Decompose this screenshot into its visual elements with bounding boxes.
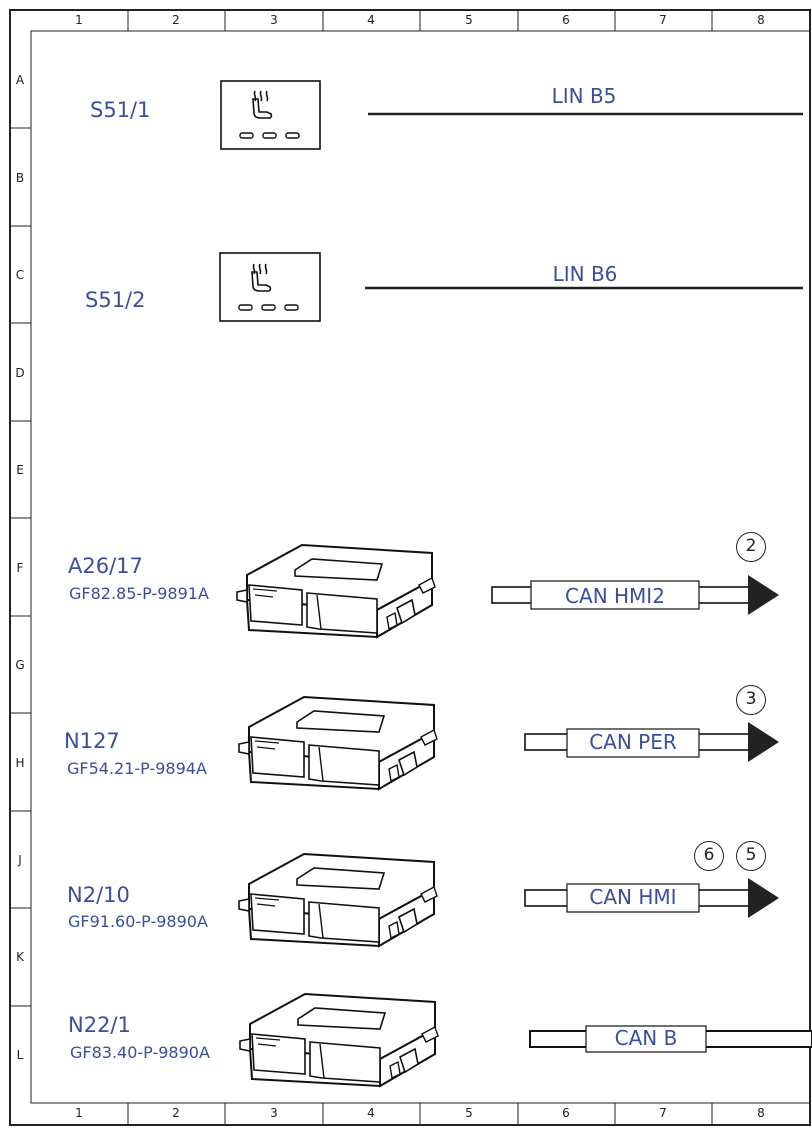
column-label: 5	[465, 13, 473, 27]
can-hmi-bus	[524, 878, 779, 918]
column-label: 7	[659, 13, 667, 27]
column-label: 1	[75, 13, 83, 27]
bus-label-can-per: CAN PER	[589, 730, 677, 754]
reference-marker[interactable]: 3	[736, 685, 766, 715]
column-label: 2	[172, 1106, 180, 1120]
doc-ref-n127[interactable]: GF54.21-P-9894A	[67, 759, 207, 778]
ecu-n2-10-icon	[238, 853, 438, 947]
column-label: 8	[757, 1106, 765, 1120]
reference-marker[interactable]: 5	[736, 841, 766, 871]
column-label: 7	[659, 1106, 667, 1120]
column-label: 3	[270, 1106, 278, 1120]
switch-s51-1-box	[220, 80, 321, 150]
reference-marker[interactable]: 6	[694, 841, 724, 871]
bus-label-lin-b5: LIN B5	[551, 84, 617, 108]
component-id-n22-1: N22/1	[68, 1013, 131, 1037]
row-label: G	[15, 658, 25, 672]
row-label: B	[15, 171, 25, 185]
row-label: L	[16, 1048, 24, 1062]
column-label: 5	[465, 1106, 473, 1120]
can-per-bus	[524, 722, 779, 762]
column-label: 8	[757, 13, 765, 27]
component-id-n2-10: N2/10	[67, 883, 130, 907]
bus-label-lin-b6: LIN B6	[552, 262, 618, 286]
bus-label-can-hmi: CAN HMI	[589, 885, 677, 909]
row-label: K	[16, 950, 24, 964]
row-label: J	[18, 853, 22, 867]
bus-label-can-b: CAN B	[614, 1026, 678, 1050]
row-label: E	[16, 463, 24, 477]
doc-ref-n2-10[interactable]: GF91.60-P-9890A	[68, 912, 208, 931]
ecu-n22-1-icon	[239, 993, 439, 1087]
column-label: 2	[172, 13, 180, 27]
can-hmi2-bus	[491, 575, 779, 615]
doc-ref-a26-17[interactable]: GF82.85-P-9891A	[69, 584, 209, 603]
bus-label-can-hmi2: CAN HMI2	[565, 584, 665, 608]
component-id-n127: N127	[64, 729, 120, 753]
row-label: H	[15, 756, 25, 770]
row-label: D	[15, 366, 25, 380]
column-label: 4	[367, 1106, 375, 1120]
column-label: 4	[367, 13, 375, 27]
row-label: C	[15, 268, 25, 282]
component-id-s51-1: S51/1	[90, 98, 151, 122]
can-b-bus	[529, 1025, 812, 1053]
doc-ref-n22-1[interactable]: GF83.40-P-9890A	[70, 1043, 210, 1062]
component-id-s51-2: S51/2	[85, 288, 146, 312]
column-label: 1	[75, 1106, 83, 1120]
column-label: 6	[562, 13, 570, 27]
row-label: F	[16, 561, 24, 575]
reference-marker[interactable]: 2	[736, 532, 766, 562]
column-label: 3	[270, 13, 278, 27]
ecu-n127-icon	[238, 696, 438, 790]
column-label: 6	[562, 1106, 570, 1120]
component-id-a26-17: A26/17	[68, 554, 143, 578]
row-label: A	[15, 73, 25, 87]
ecu-a26-17-icon	[236, 544, 436, 638]
